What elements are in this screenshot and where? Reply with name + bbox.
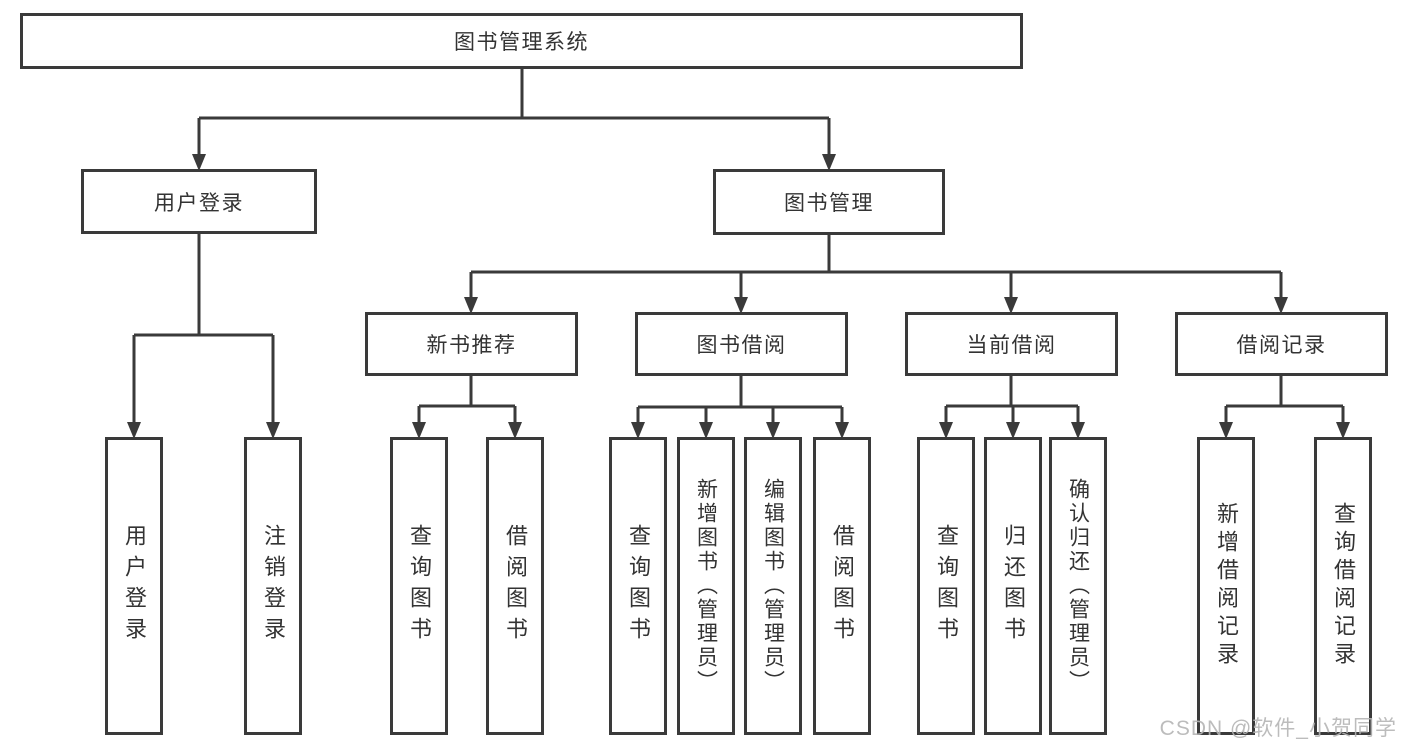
leaf-borrow-books-recommend: 借阅图书 bbox=[486, 437, 544, 735]
leaf-add-books-admin: 新增图书（管理员） bbox=[677, 437, 735, 735]
leaf-user-login: 用户登录 bbox=[105, 437, 163, 735]
leaf-label: 新增借阅记录 bbox=[1214, 502, 1239, 670]
leaf-label: 注销登录 bbox=[261, 524, 286, 648]
leaf-borrow-books: 借阅图书 bbox=[813, 437, 871, 735]
node-book-borrow: 图书借阅 bbox=[635, 312, 848, 376]
leaf-label: 归还图书 bbox=[1001, 524, 1026, 648]
node-label: 当前借阅 bbox=[966, 334, 1057, 357]
node-current-borrow: 当前借阅 bbox=[905, 312, 1118, 376]
node-label: 用户登录 bbox=[154, 191, 244, 215]
leaf-label: 查询图书 bbox=[626, 524, 651, 648]
leaf-confirm-return-admin: 确认归还（管理员） bbox=[1049, 437, 1107, 735]
leaf-label: 确认归还（管理员） bbox=[1066, 478, 1090, 694]
leaf-query-books-recommend: 查询图书 bbox=[390, 437, 448, 735]
leaf-label: 新增图书（管理员） bbox=[694, 478, 718, 694]
node-borrow-records: 借阅记录 bbox=[1175, 312, 1388, 376]
leaf-return-books: 归还图书 bbox=[984, 437, 1042, 735]
leaf-label: 查询图书 bbox=[407, 524, 432, 648]
leaf-label: 借阅图书 bbox=[830, 524, 855, 648]
node-label: 图书管理系统 bbox=[454, 31, 589, 54]
leaf-label: 借阅图书 bbox=[503, 524, 528, 648]
node-book-management: 图书管理 bbox=[713, 169, 945, 235]
node-label: 图书借阅 bbox=[696, 334, 787, 357]
leaf-logout: 注销登录 bbox=[244, 437, 302, 735]
leaf-query-books-borrow: 查询图书 bbox=[609, 437, 667, 735]
node-label: 新书推荐 bbox=[426, 334, 517, 357]
leaf-query-borrow-record: 查询借阅记录 bbox=[1314, 437, 1372, 735]
leaf-query-books-current: 查询图书 bbox=[917, 437, 975, 735]
leaf-label: 编辑图书（管理员） bbox=[761, 478, 785, 694]
leaf-label: 查询图书 bbox=[934, 524, 959, 648]
leaf-add-borrow-record: 新增借阅记录 bbox=[1197, 437, 1255, 735]
node-user-login: 用户登录 bbox=[81, 169, 317, 234]
leaf-label: 用户登录 bbox=[122, 524, 147, 648]
node-new-book-recommend: 新书推荐 bbox=[365, 312, 578, 376]
leaf-label: 查询借阅记录 bbox=[1331, 502, 1356, 670]
node-library-management-system: 图书管理系统 bbox=[20, 13, 1023, 69]
node-label: 图书管理 bbox=[784, 192, 874, 215]
leaf-edit-books-admin: 编辑图书（管理员） bbox=[744, 437, 802, 735]
csdn-watermark: CSDN @软件_小贺同学 bbox=[1159, 717, 1397, 740]
node-label: 借阅记录 bbox=[1236, 334, 1327, 357]
